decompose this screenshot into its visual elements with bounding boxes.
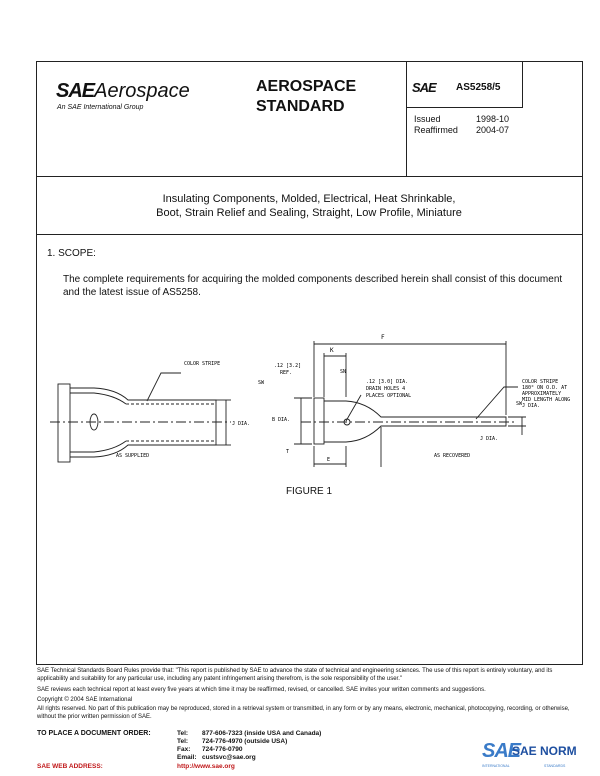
stripe-label-5: J DIA. bbox=[522, 403, 540, 409]
order-label: TO PLACE A DOCUMENT ORDER: bbox=[37, 730, 151, 737]
sae-norm-logo: SAE SAE NORM INTERNATIONAL STANDARDS bbox=[482, 740, 590, 772]
sw-right-label: SW bbox=[516, 401, 523, 407]
tel1-label: Tel: bbox=[177, 730, 189, 737]
issued-label: Issued bbox=[414, 114, 441, 124]
reaffirmed-label: Reaffirmed bbox=[414, 125, 458, 135]
footer-copyright: Copyright © 2004 SAE International bbox=[37, 697, 133, 703]
header-bottom-border bbox=[36, 176, 582, 177]
body-bottom-border bbox=[36, 664, 582, 665]
footer-rights: All rights reserved. No part of this pub… bbox=[37, 706, 570, 720]
reaffirmed-value: 2004-07 bbox=[476, 125, 510, 135]
e-label: E bbox=[327, 457, 330, 463]
sae-norm-sub1: INTERNATIONAL bbox=[482, 764, 510, 768]
left-border bbox=[36, 61, 37, 665]
stripe-label-3: APPROXIMATELY bbox=[522, 391, 561, 397]
dim-12-ref-label: .12 [3.2] bbox=[274, 363, 301, 369]
web-link[interactable]: http://www.sae.org bbox=[177, 763, 235, 770]
doc-title-line2: Boot, Strain Relief and Sealing, Straigh… bbox=[156, 207, 462, 219]
stripe-label-1: COLOR STRIPE bbox=[522, 379, 558, 385]
footer-notice: SAE Technical Standards Board Rules prov… bbox=[37, 668, 553, 682]
right-border bbox=[582, 61, 583, 665]
sn-label: SN bbox=[340, 369, 346, 375]
tel2-label: Tel: bbox=[177, 738, 189, 745]
drain-holes-label: DRAIN HOLES 4 bbox=[366, 386, 405, 392]
doc-title-line1: Insulating Components, Molded, Electrica… bbox=[162, 193, 456, 205]
boot-as-supplied bbox=[50, 372, 231, 463]
figure-caption: FIGURE 1 bbox=[285, 486, 333, 497]
top-border bbox=[36, 61, 582, 62]
logo-sae-text: SAE bbox=[56, 80, 95, 102]
stripe-label-4: MID LENGTH ALONG bbox=[522, 397, 570, 403]
left-color-stripe-label: COLOR STRIPE bbox=[184, 361, 220, 367]
title-bottom-border bbox=[36, 234, 582, 235]
sae-norm-text: SAE NORM bbox=[512, 744, 577, 758]
sw-left-label: SW bbox=[258, 380, 265, 386]
web-label: SAE WEB ADDRESS: bbox=[37, 763, 103, 770]
header-title-line2: STANDARD bbox=[256, 98, 345, 115]
tel2-value[interactable]: 724-776-4970 (outside USA) bbox=[202, 738, 288, 745]
dim-12-dia-label: .12 [3.0] DIA. bbox=[366, 379, 408, 385]
sae-mark-icon: SAE bbox=[412, 80, 437, 95]
sae-norm-mark-icon: SAE bbox=[482, 740, 521, 762]
fax-value: 724-776-0790 bbox=[202, 746, 243, 753]
dim-f-label: F bbox=[381, 334, 385, 341]
boot-as-recovered bbox=[294, 341, 526, 467]
docnum-divider bbox=[522, 61, 523, 107]
right-j-dia-label: J DIA. bbox=[480, 436, 498, 442]
issued-value: 1998-10 bbox=[476, 114, 510, 124]
left-j-dia-label: J DIA. bbox=[232, 421, 250, 427]
docnum-bottom bbox=[406, 107, 523, 108]
places-optional-label: PLACES OPTIONAL bbox=[366, 393, 411, 399]
as-supplied-label: AS SUPPLIED bbox=[116, 453, 149, 459]
footer-review: SAE reviews each technical report at lea… bbox=[37, 687, 486, 693]
as-recovered-label: AS RECOVERED bbox=[434, 453, 470, 459]
b-dia-label: B DIA. bbox=[272, 417, 290, 423]
scope-body: The complete requirements for acquiring … bbox=[63, 274, 563, 298]
t-label: T bbox=[286, 449, 289, 455]
sae-aerospace-logo: SAEAerospace bbox=[56, 80, 190, 103]
figure-drawing: COLOR STRIPE J DIA. AS SUPPLIED F K .12 … bbox=[50, 334, 570, 467]
header-divider bbox=[406, 61, 407, 177]
doc-number: AS5258/5 bbox=[456, 82, 501, 93]
logo-tagline: An SAE International Group bbox=[57, 104, 144, 111]
email-label: Email: bbox=[177, 754, 197, 761]
stripe-label-2: 180° ON O.D. AT bbox=[522, 385, 567, 391]
tel1-value[interactable]: 877-606-7323 (inside USA and Canada) bbox=[202, 730, 322, 737]
ref-label: REF. bbox=[280, 370, 292, 376]
fax-label: Fax: bbox=[177, 746, 191, 753]
logo-aerospace-text: Aerospace bbox=[94, 80, 190, 102]
email-link[interactable]: custsvc@sae.org bbox=[202, 754, 256, 761]
scope-heading: 1. SCOPE: bbox=[47, 248, 96, 259]
header-title-line1: AEROSPACE bbox=[256, 78, 357, 95]
sae-norm-sub2: STANDARDS bbox=[544, 764, 566, 768]
dim-k-label: K bbox=[330, 347, 334, 354]
